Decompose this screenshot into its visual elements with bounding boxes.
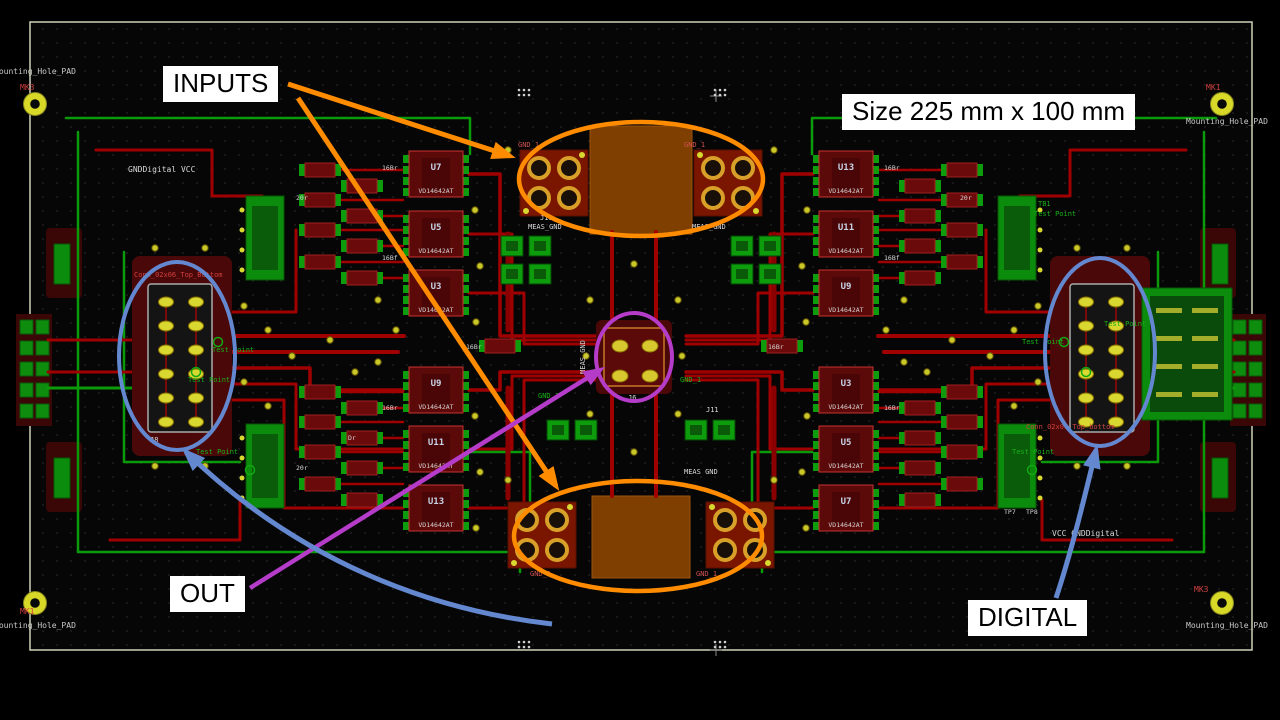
digital-left-highlight-ellipse [117, 260, 237, 452]
ic-part: VD14642AT [828, 462, 863, 470]
resistor-label: Dr [348, 434, 356, 442]
out-connector [582, 260, 686, 456]
center-traces [610, 230, 658, 498]
ic-ref: U7 [841, 497, 852, 507]
ic-part: VD14642AT [418, 247, 453, 255]
gnd1-label: GND_1 [696, 570, 717, 578]
ic-ref: U9 [841, 282, 852, 292]
mk3-ref-tl: MK3 [20, 83, 35, 92]
annotation-overlay [117, 81, 1157, 627]
resistor-label: 16Br [884, 164, 900, 172]
resistor-label: 16Br [768, 343, 784, 351]
right-connector-name: Conn_02x06_Top_bottom [1026, 423, 1115, 431]
ic-part: VD14642AT [828, 403, 863, 411]
mounting-hole-label-tr: Mounting_Hole_PAD [1186, 117, 1268, 126]
resistor-label: 16Br [382, 164, 398, 172]
right-power-label: VCC GNDDigital [1052, 529, 1120, 538]
test-point-label: Test Point [1104, 320, 1146, 328]
ic-ref: U5 [431, 223, 442, 233]
digital-arrow-right [1053, 444, 1101, 599]
ic-part: VD14642AT [828, 306, 863, 314]
meas-gnd-label-vertical: MEAS_GND [579, 340, 587, 374]
meas-gnd-label: MEAS_GND [528, 223, 562, 231]
ic-ref: U11 [838, 223, 854, 233]
ic-ref: U3 [841, 379, 852, 389]
test-point-label: Test Point [196, 448, 238, 456]
tp7-label: TP7 [1004, 508, 1016, 516]
copper-zones [589, 125, 693, 579]
resistor-label: 20r [296, 464, 308, 472]
gnd1-label: GND_1 [518, 141, 539, 149]
j11-ref: J11 [706, 406, 719, 414]
gnd1-label: GND_1 [680, 376, 701, 384]
meas-gnd-label: MEAS GND [684, 468, 718, 476]
board-size-callout-label: Size 225 mm x 100 mm [842, 94, 1136, 130]
ic-ref: U11 [428, 438, 444, 448]
out-highlight-ellipse [594, 311, 674, 403]
resistor-label: 20r [296, 194, 308, 202]
resistor-label: 16Bf [884, 254, 900, 262]
resistor-label: 16Br [466, 343, 482, 351]
digital-arrow-left [181, 447, 553, 627]
test-point-label: Test Point [1022, 338, 1064, 346]
test-point-label: Test Point [1012, 448, 1054, 456]
j10-ref: J10 [540, 214, 553, 222]
inputs-callout-label: INPUTS [163, 66, 279, 102]
ic-ref: U13 [428, 497, 444, 507]
left-connector-name: Conn_02x06_Top_Bottom [134, 271, 223, 279]
inputs-arrow-top [287, 81, 516, 160]
digital-callout-label: DIGITAL [968, 600, 1088, 636]
out-arrow [248, 366, 606, 590]
resistor-label: 16Bf [382, 254, 398, 262]
mounting-hole-label-bl: Mounting_Hole_PAD [0, 621, 76, 630]
ic-ref: U13 [838, 163, 854, 173]
left-power-label: GNDDigital VCC [128, 165, 196, 174]
ic-ref: U3 [431, 282, 442, 292]
j6-ref: J6 [628, 394, 636, 402]
tb1-label: TB1 [1038, 200, 1051, 208]
gnd1-label: GND_1 [530, 570, 551, 578]
mounting-hole-label-tl: Mounting_Hole_PAD [0, 67, 76, 76]
gnd1-label: GND_1 [684, 141, 705, 149]
inputs-bottom-highlight-ellipse [511, 478, 765, 594]
inputs-top-highlight-ellipse [516, 119, 766, 239]
resistor-label: 16Br [884, 404, 900, 412]
ic-part: VD14642AT [828, 247, 863, 255]
ic-part: VD14642AT [418, 403, 453, 411]
ic-part: VD14642AT [828, 187, 863, 195]
tp8-label: TP8 [1026, 508, 1038, 516]
mk1-ref-bl: MK1 [20, 607, 35, 616]
resistor-label: 16Br [382, 404, 398, 412]
out-callout-label: OUT [170, 576, 245, 612]
ic-part: VD14642AT [828, 521, 863, 529]
ic-part: VD14642AT [418, 187, 453, 195]
test-point-label: Test Point [188, 376, 230, 384]
mk1-ref-tr: MK1 [1206, 83, 1221, 92]
test-point-label: Test Point [1034, 210, 1076, 218]
mounting-hole-label-br: Mounting_Hole_PAD [1186, 621, 1268, 630]
ic-ref: U5 [841, 438, 852, 448]
ic-part: VD14642AT [418, 521, 453, 529]
resistor-label: 20r [960, 194, 972, 202]
gnd1-label: GND_1 [538, 392, 559, 400]
right-io-block [1141, 287, 1233, 421]
ic-part: VD14642AT [418, 462, 453, 470]
inputs-arrow-bottom [295, 96, 560, 491]
ic-ref: U7 [431, 163, 442, 173]
ic-ref: U9 [431, 379, 442, 389]
mk3-ref-br: MK3 [1194, 585, 1209, 594]
